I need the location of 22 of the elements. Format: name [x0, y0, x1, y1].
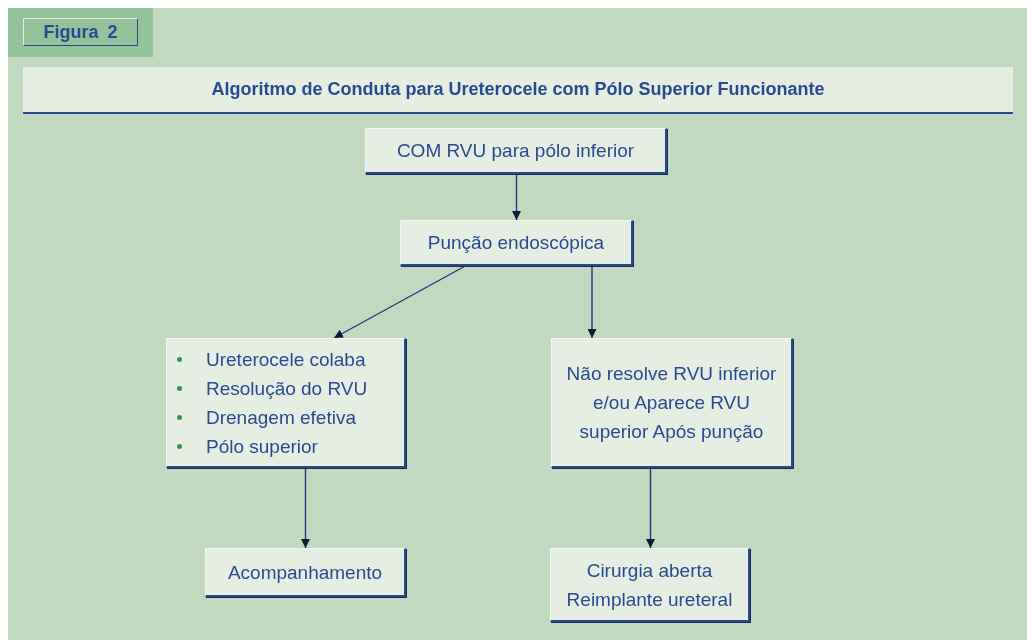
- process-box: [166, 338, 406, 468]
- process-box: [551, 338, 793, 468]
- box-text: Punção endoscópica: [427, 231, 605, 255]
- arrow: [646, 467, 655, 549]
- process-box: [205, 548, 406, 597]
- title-box: Algoritmo de Conduta para Ureterocele com Pólo Superior Funcionante: [23, 67, 1013, 114]
- arrow: [587, 265, 597, 339]
- arrow: [512, 173, 521, 221]
- arrow: [301, 467, 310, 549]
- figure-label: Figura 2: [23, 18, 138, 46]
- process-box: [365, 128, 667, 174]
- box-text: Acompanhamento: [227, 560, 383, 585]
- process-box: [400, 220, 633, 266]
- process-box: [550, 548, 750, 622]
- list-item-text: Drenagem efetiva: [206, 405, 356, 430]
- box-text: Cirurgia aberta Reimplante ureteral: [565, 558, 734, 612]
- list-item-text: Pólo superior: [206, 434, 318, 459]
- arrow: [333, 265, 466, 339]
- list-item-text: Resolução do RVU: [206, 376, 368, 401]
- list-item-text: Ureterocele colaba: [206, 347, 366, 372]
- box-text: COM RVU para pólo inferior: [396, 139, 635, 163]
- box-text: Não resolve RVU inferior e/ou Aparece RVU superior Após punção: [565, 362, 778, 444]
